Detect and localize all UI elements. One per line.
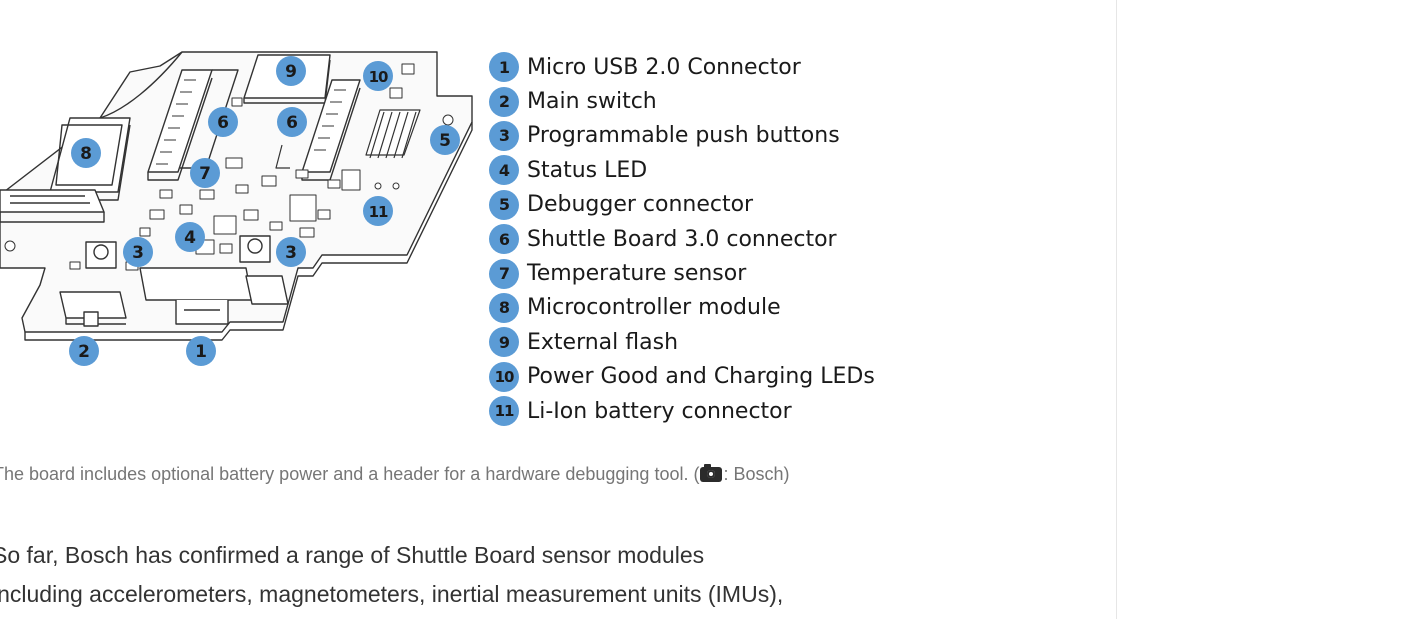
legend-item: 5 Debugger connector: [489, 188, 875, 222]
legend-label: Status LED: [527, 157, 648, 183]
legend-number: 5: [489, 189, 519, 220]
callout-3-right: 3: [276, 237, 306, 267]
callout-2: 2: [69, 336, 99, 366]
svg-text:4: 4: [184, 228, 196, 248]
legend-number: 11: [489, 396, 519, 427]
legend-label: Li-Ion battery connector: [527, 398, 792, 424]
paragraph-line: including accelerometers, magnetometers,…: [0, 581, 784, 607]
callout-11: 11: [363, 196, 393, 226]
legend-number: 10: [489, 361, 519, 392]
callout-3-left: 3: [123, 237, 153, 267]
svg-text:1: 1: [195, 342, 207, 362]
callout-8: 8: [71, 138, 101, 168]
svg-text:6: 6: [286, 113, 298, 133]
legend-item: 10 Power Good and Charging LEDs: [489, 360, 875, 394]
callout-6-left: 6: [208, 107, 238, 137]
legend-number: 4: [489, 155, 519, 186]
legend-label: Micro USB 2.0 Connector: [527, 54, 801, 80]
figure-caption: The board includes optional battery powe…: [0, 464, 790, 485]
svg-text:10: 10: [369, 68, 388, 86]
legend-label: External flash: [527, 329, 679, 355]
svg-text:11: 11: [369, 203, 388, 221]
legend-item: 2 Main switch: [489, 84, 875, 118]
article-column: 9 10 6 6 5 8 7 11 4 3 3 2 1 1 Micro USB 2…: [0, 50, 1092, 614]
legend-item: 11 Li-Ion battery connector: [489, 394, 875, 428]
board-illustration: 9 10 6 6 5 8 7 11 4 3 3 2 1: [0, 51, 473, 366]
legend-item: 8 Microcontroller module: [489, 291, 875, 325]
legend-label: Shuttle Board 3.0 connector: [527, 226, 837, 252]
legend-number: 9: [489, 327, 519, 358]
svg-text:3: 3: [285, 243, 297, 263]
legend-item: 4 Status LED: [489, 153, 875, 187]
legend-number: 8: [489, 292, 519, 323]
legend-label: Debugger connector: [527, 192, 754, 218]
callout-5: 5: [430, 125, 460, 155]
legend-item: 3 Programmable push buttons: [489, 119, 875, 153]
svg-text:3: 3: [132, 243, 144, 263]
legend-item: 7 Temperature sensor: [489, 256, 875, 290]
callout-10: 10: [363, 61, 393, 91]
legend-item: 9 External flash: [489, 325, 875, 359]
legend-label: Microcontroller module: [527, 295, 781, 321]
callout-1: 1: [186, 336, 216, 366]
legend-label: Main switch: [527, 89, 657, 115]
legend-item: 1 Micro USB 2.0 Connector: [489, 50, 875, 84]
legend-label: Programmable push buttons: [527, 123, 840, 149]
callout-6-right: 6: [277, 107, 307, 137]
callout-7: 7: [190, 158, 220, 188]
article-paragraph: So far, Bosch has confirmed a range of S…: [0, 536, 1092, 614]
legend-number: 2: [489, 86, 519, 117]
legend-number: 3: [489, 120, 519, 151]
sidebar-divider: [1116, 0, 1117, 619]
paragraph-line: So far, Bosch has confirmed a range of S…: [0, 542, 705, 568]
svg-text:2: 2: [78, 342, 90, 362]
callout-4: 4: [175, 222, 205, 252]
board-callouts: 9 10 6 6 5 8 7 11 4 3 3 2 1: [69, 56, 460, 366]
legend-label: Temperature sensor: [527, 261, 747, 287]
caption-text: The board includes optional battery powe…: [0, 464, 700, 484]
figure: 9 10 6 6 5 8 7 11 4 3 3 2 1 1 Micro USB 2…: [0, 50, 875, 428]
legend-item: 6 Shuttle Board 3.0 connector: [489, 222, 875, 256]
legend-number: 6: [489, 224, 519, 255]
callout-9: 9: [276, 56, 306, 86]
svg-text:7: 7: [199, 164, 211, 184]
caption-credit: : Bosch): [723, 464, 790, 484]
camera-icon: [700, 464, 723, 482]
legend-number: 1: [489, 52, 519, 83]
legend-number: 7: [489, 258, 519, 289]
svg-text:6: 6: [217, 113, 229, 133]
svg-text:8: 8: [80, 144, 92, 164]
svg-text:9: 9: [285, 62, 297, 82]
svg-text:5: 5: [439, 131, 451, 151]
legend-label: Power Good and Charging LEDs: [527, 364, 875, 390]
